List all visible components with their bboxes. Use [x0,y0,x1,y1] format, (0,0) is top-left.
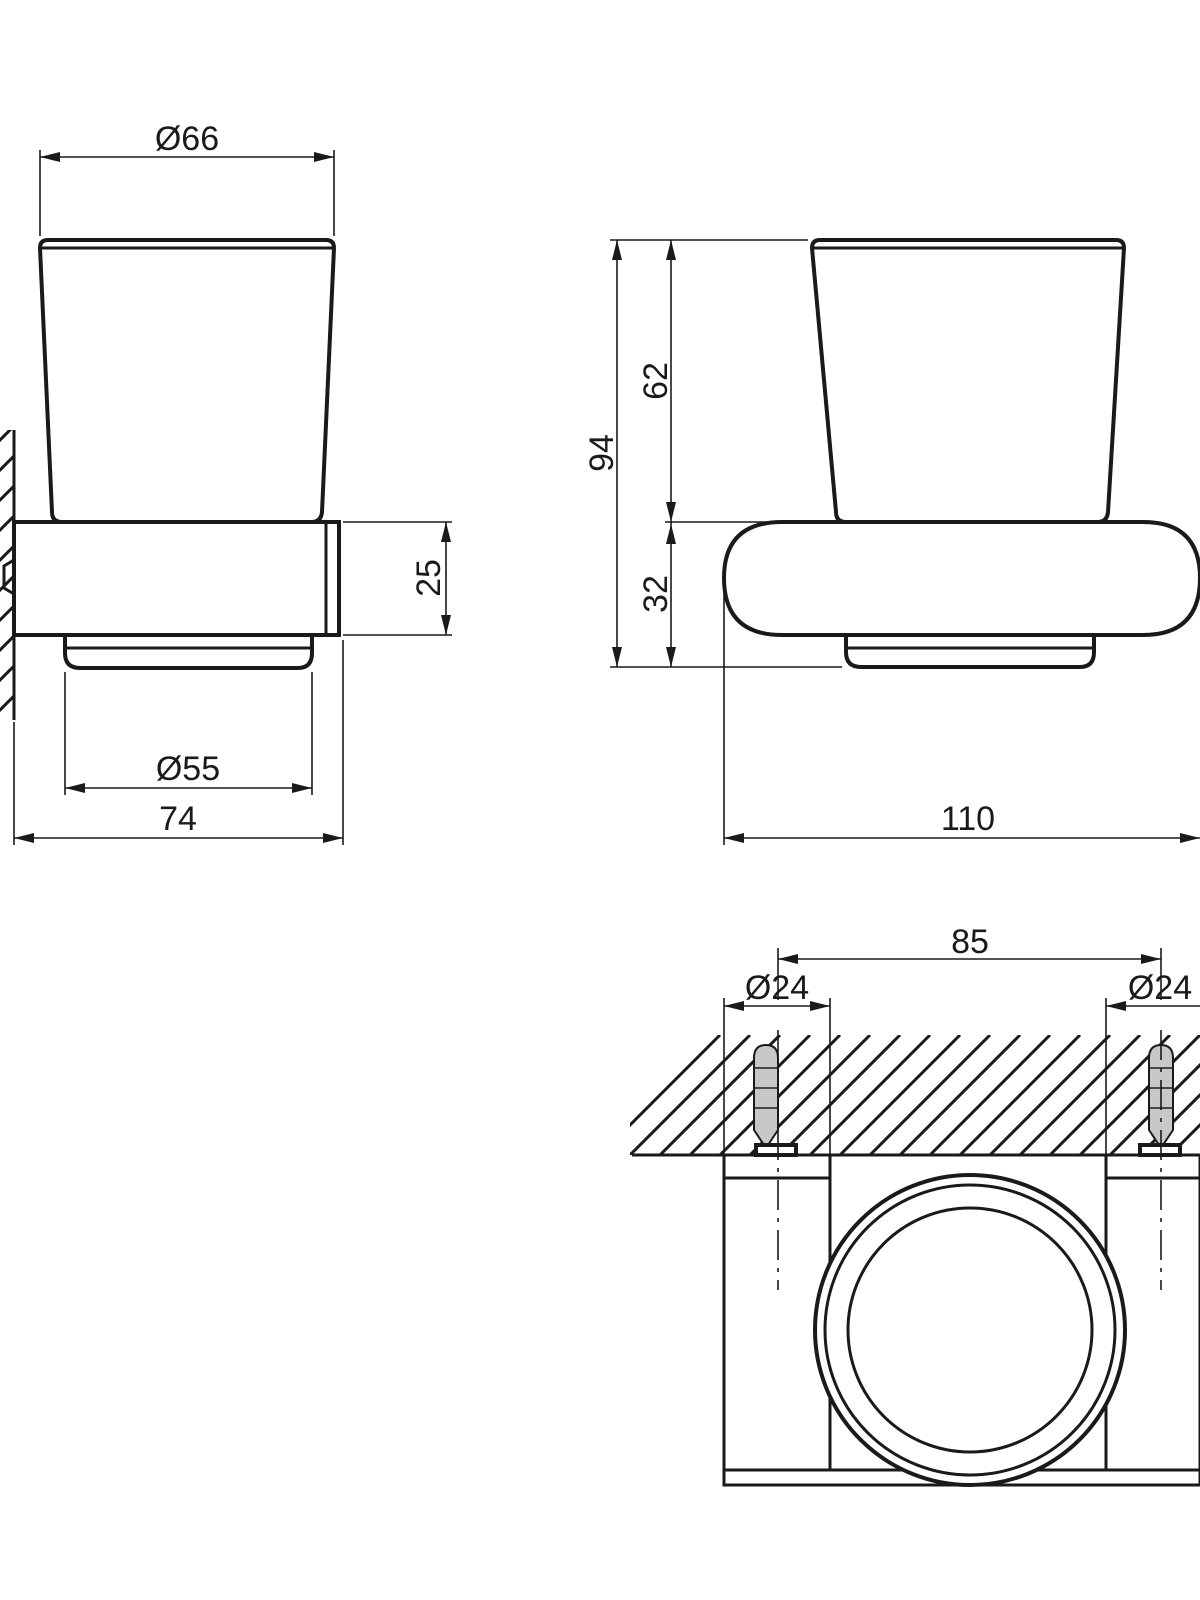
label-screw-spacing: 85 [951,923,989,961]
holder-body-front [721,520,1200,637]
dimension-total-height: 94 [583,239,842,668]
dimension-mount-left-diameter: Ø24 [723,969,831,1155]
holder-body-side [12,520,341,637]
label-cup-height: 62 [637,362,675,400]
dimension-screw-spacing: 85 [777,923,1162,1000]
label-holder-height: 25 [410,559,448,597]
wall-hatch-top [630,1035,1200,1155]
label-total-height: 94 [583,434,621,472]
dimension-mount-right-diameter: Ø24 [1105,969,1200,1155]
dimension-depth: 74 [13,640,344,845]
dimension-width: 110 [723,580,1200,845]
dimension-base-diameter: Ø55 [64,672,313,795]
cup-inner-ring [846,1206,1094,1454]
label-cup-top-diameter: Ø66 [155,120,219,158]
label-depth: 74 [159,800,197,838]
dimension-cup-height: 62 [637,240,780,523]
dimension-holder-body-height: 32 [637,522,676,667]
label-mount-right-diameter: Ø24 [1128,969,1192,1007]
dimension-cup-top-diameter: Ø66 [39,120,335,236]
label-width: 110 [941,800,995,838]
side-view: Ø66 25 Ø55 74 [0,120,452,845]
cup-base-front [844,633,1096,669]
label-mount-left-diameter: Ø24 [745,969,809,1007]
front-view: 94 62 32 110 [583,238,1200,845]
label-holder-body-height: 32 [637,575,675,613]
top-view: 85 Ø24 Ø24 [630,923,1200,1487]
wall-anchor-right [1138,1043,1182,1157]
cup-base-side [63,633,314,670]
cup-rim-ring [823,1183,1117,1477]
cup-front [809,238,1127,524]
wall-anchor-left [753,1043,798,1157]
label-base-diameter: Ø55 [156,750,220,788]
cup-outer-ring [813,1173,1127,1487]
wall-screw-side [2,558,15,596]
dimension-holder-height: 25 [343,521,452,636]
cup-side [37,238,337,524]
